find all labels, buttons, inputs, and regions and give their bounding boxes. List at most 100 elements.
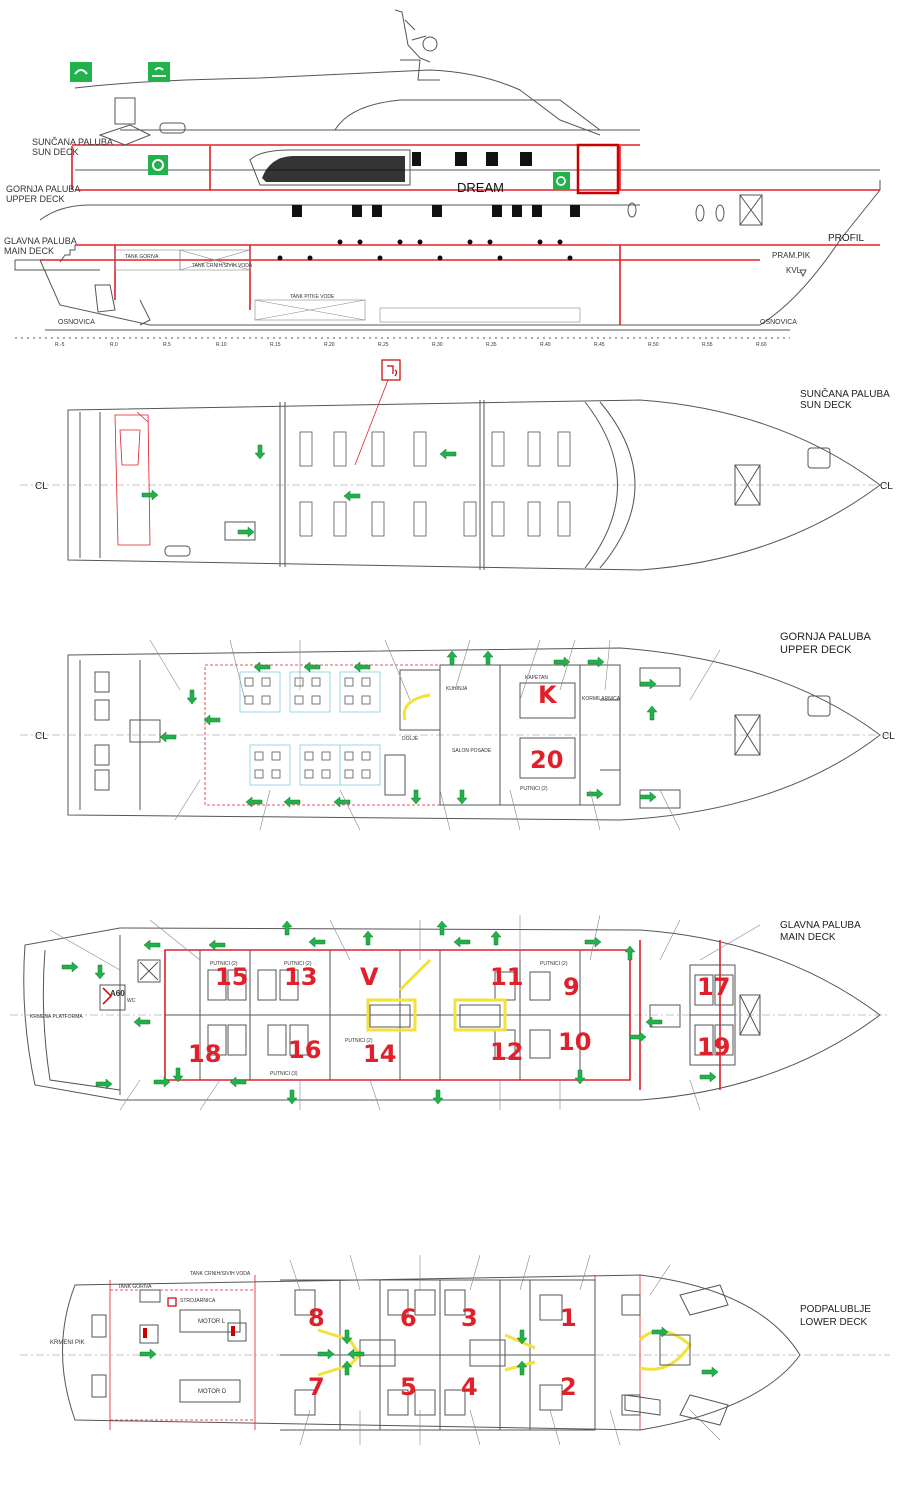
- leader-lines: [49, 639, 761, 1446]
- lower-deck-escape-arrows: [139, 1326, 719, 1378]
- svg-text:R.5: R.5: [163, 342, 171, 348]
- svg-text:R.20: R.20: [324, 342, 335, 348]
- svg-text:R.10: R.10: [216, 342, 227, 348]
- main-deck-en-label: MAIN DECK: [4, 246, 54, 256]
- cabin-4[interactable]: 4: [461, 1373, 478, 1401]
- lower-deck-title-hr: PODPALUBLJE: [800, 1304, 871, 1315]
- main-deck-plan: A60 WC KRMENA PLATFORMA 15 13 V 11 9 17 …: [10, 920, 890, 1105]
- sun-deck-en-label: SUN DECK: [32, 147, 79, 157]
- sun-deck-cl-right: CL: [880, 481, 893, 492]
- lifebuoy-sign-icon: [148, 155, 168, 175]
- aft-peak-label: KRMENI PIK: [50, 1340, 85, 1346]
- main-deck-hr-label: GLAVNA PALUBA: [4, 236, 77, 246]
- main-deck-title-en: MAIN DECK: [780, 932, 836, 943]
- cabin-3[interactable]: 3: [461, 1304, 478, 1332]
- lower-grey-tank-label: TANK CRNIH/SIVIH VODA: [190, 1271, 251, 1277]
- main-pax-label-2: PUTNICI (2): [284, 961, 312, 967]
- cabin-15[interactable]: 15: [215, 963, 248, 991]
- cabin-11[interactable]: 11: [490, 963, 523, 991]
- cabin-6[interactable]: 6: [400, 1304, 417, 1332]
- main-pax-label-3: PUTNICI (2): [540, 961, 568, 967]
- svg-text:R.50: R.50: [648, 342, 659, 348]
- cabin-19[interactable]: 19: [697, 1033, 730, 1061]
- main-deck-title-hr: GLAVNA PALUBA: [780, 920, 861, 931]
- osnovica-left-label: OSNOVICA: [58, 319, 95, 326]
- sun-deck-escape-arrows: [141, 444, 457, 538]
- main-pax-label-1: PUTNICI (2): [210, 961, 238, 967]
- lifebuoy-sign-icon-2: [553, 172, 570, 190]
- main-pax3-label: PUTNICI (3): [270, 1071, 298, 1077]
- cabin-k[interactable]: K: [538, 681, 558, 709]
- cabin-14[interactable]: 14: [363, 1040, 396, 1068]
- vessel-name: DREAM: [457, 180, 504, 195]
- wheelhouse-label: KORMILARNICA: [582, 696, 621, 702]
- lower-deck-title-en: LOWER DECK: [800, 1317, 868, 1328]
- crew-mess-label: SALON POSADE: [452, 748, 492, 754]
- svg-text:R.0: R.0: [110, 342, 118, 348]
- captain-label: KAPETAN: [525, 675, 548, 681]
- liferaft-sign-icon: [70, 62, 92, 82]
- sun-deck-cl-left: CL: [35, 481, 48, 492]
- galley-label: KUHINJA: [446, 686, 468, 692]
- upper-deck-cl-right: CL: [882, 731, 895, 742]
- upper-deck-plan: CL CL K 20 KUHINJA SALON POSA: [20, 631, 895, 821]
- cabin-1[interactable]: 1: [560, 1304, 577, 1332]
- lower-fuel-tank-label: TANK GORIVA: [118, 1284, 152, 1290]
- tank-grey-label: TANK CRNIH/SIVIH VODA: [192, 263, 253, 269]
- svg-text:R.30: R.30: [432, 342, 443, 348]
- upper-deck-hr-label: GORNJA PALUBA: [6, 184, 80, 194]
- engine-stbd-label: MOTOR D: [198, 1389, 227, 1395]
- main-deck-escape-arrows: [61, 920, 717, 1105]
- sunbeds: [299, 431, 571, 537]
- engine-room-label: STROJARNICA: [180, 1298, 216, 1304]
- svg-text:R.40: R.40: [540, 342, 551, 348]
- upper-deck-title-en: UPPER DECK: [780, 644, 852, 656]
- cabin-18[interactable]: 18: [188, 1040, 221, 1068]
- sun-deck-title-hr: SUNČANA PALUBA: [800, 387, 890, 400]
- cabin-20[interactable]: 20: [530, 746, 563, 774]
- upper-pax-label: PUTNICI (2): [520, 786, 548, 792]
- main-wc-label: WC: [127, 998, 136, 1004]
- saloon-seating: [239, 671, 381, 786]
- svg-text:R.-5: R.-5: [55, 342, 65, 348]
- lower-deck-beds: [294, 1289, 563, 1416]
- pram-pik-label: PRAM.PIK: [772, 251, 811, 260]
- svg-text:R.45: R.45: [594, 342, 605, 348]
- tank-fuel-label: TANK GORIVA: [125, 254, 159, 260]
- svg-text:R.25: R.25: [378, 342, 389, 348]
- cabin-13[interactable]: 13: [284, 963, 317, 991]
- kvl-label: KVL: [786, 266, 802, 275]
- cabin-10[interactable]: 10: [558, 1028, 591, 1056]
- rescue-boat-sign-icon: [148, 62, 170, 82]
- main-pax-label-4: PUTNICI (2): [345, 1038, 373, 1044]
- sun-deck-title-en: SUN DECK: [800, 400, 852, 411]
- a60-label: A60: [110, 989, 125, 998]
- upper-deck-cl-left: CL: [35, 731, 48, 742]
- svg-text:R.35: R.35: [486, 342, 497, 348]
- profile-view: TANK GORIVA TANK CRNIH/SIVIH VODA TANK P…: [4, 9, 881, 348]
- svg-text:R.15: R.15: [270, 342, 281, 348]
- stern-platform-label: KRMENA PLATFORMA: [30, 1014, 83, 1020]
- cabin-v[interactable]: V: [360, 963, 379, 991]
- engine-port-label: MOTOR L: [198, 1319, 226, 1325]
- cabin-16[interactable]: 16: [288, 1036, 321, 1064]
- down-label: DOLJE: [402, 736, 419, 742]
- cabin-12[interactable]: 12: [490, 1038, 523, 1066]
- svg-text:R.55: R.55: [702, 342, 713, 348]
- upper-deck-title-hr: GORNJA PALUBA: [780, 631, 872, 643]
- cabin-2[interactable]: 2: [560, 1373, 577, 1401]
- svg-text:R.60: R.60: [756, 342, 767, 348]
- sun-deck-plan: CL CL SUNČANA PALUBA SUN DECK: [20, 359, 893, 571]
- cabin-8[interactable]: 8: [308, 1304, 325, 1332]
- cabin-17[interactable]: 17: [697, 973, 730, 1001]
- upper-deck-escape-arrows: [159, 650, 658, 808]
- upper-deck-en-label: UPPER DECK: [6, 194, 65, 204]
- main-deck-beds: [207, 969, 734, 1059]
- osnovica-right-label: OSNOVICA: [760, 319, 797, 326]
- cabin-9[interactable]: 9: [563, 973, 580, 1001]
- tank-water-label: TANK PITKE VODE: [290, 294, 335, 300]
- cabin-7[interactable]: 7: [308, 1373, 325, 1401]
- lower-deck-plan: 8 6 3 1 7 5 4 2 KRMENI PIK MOTOR L MOTOR…: [20, 1271, 890, 1431]
- cabin-5[interactable]: 5: [400, 1373, 417, 1401]
